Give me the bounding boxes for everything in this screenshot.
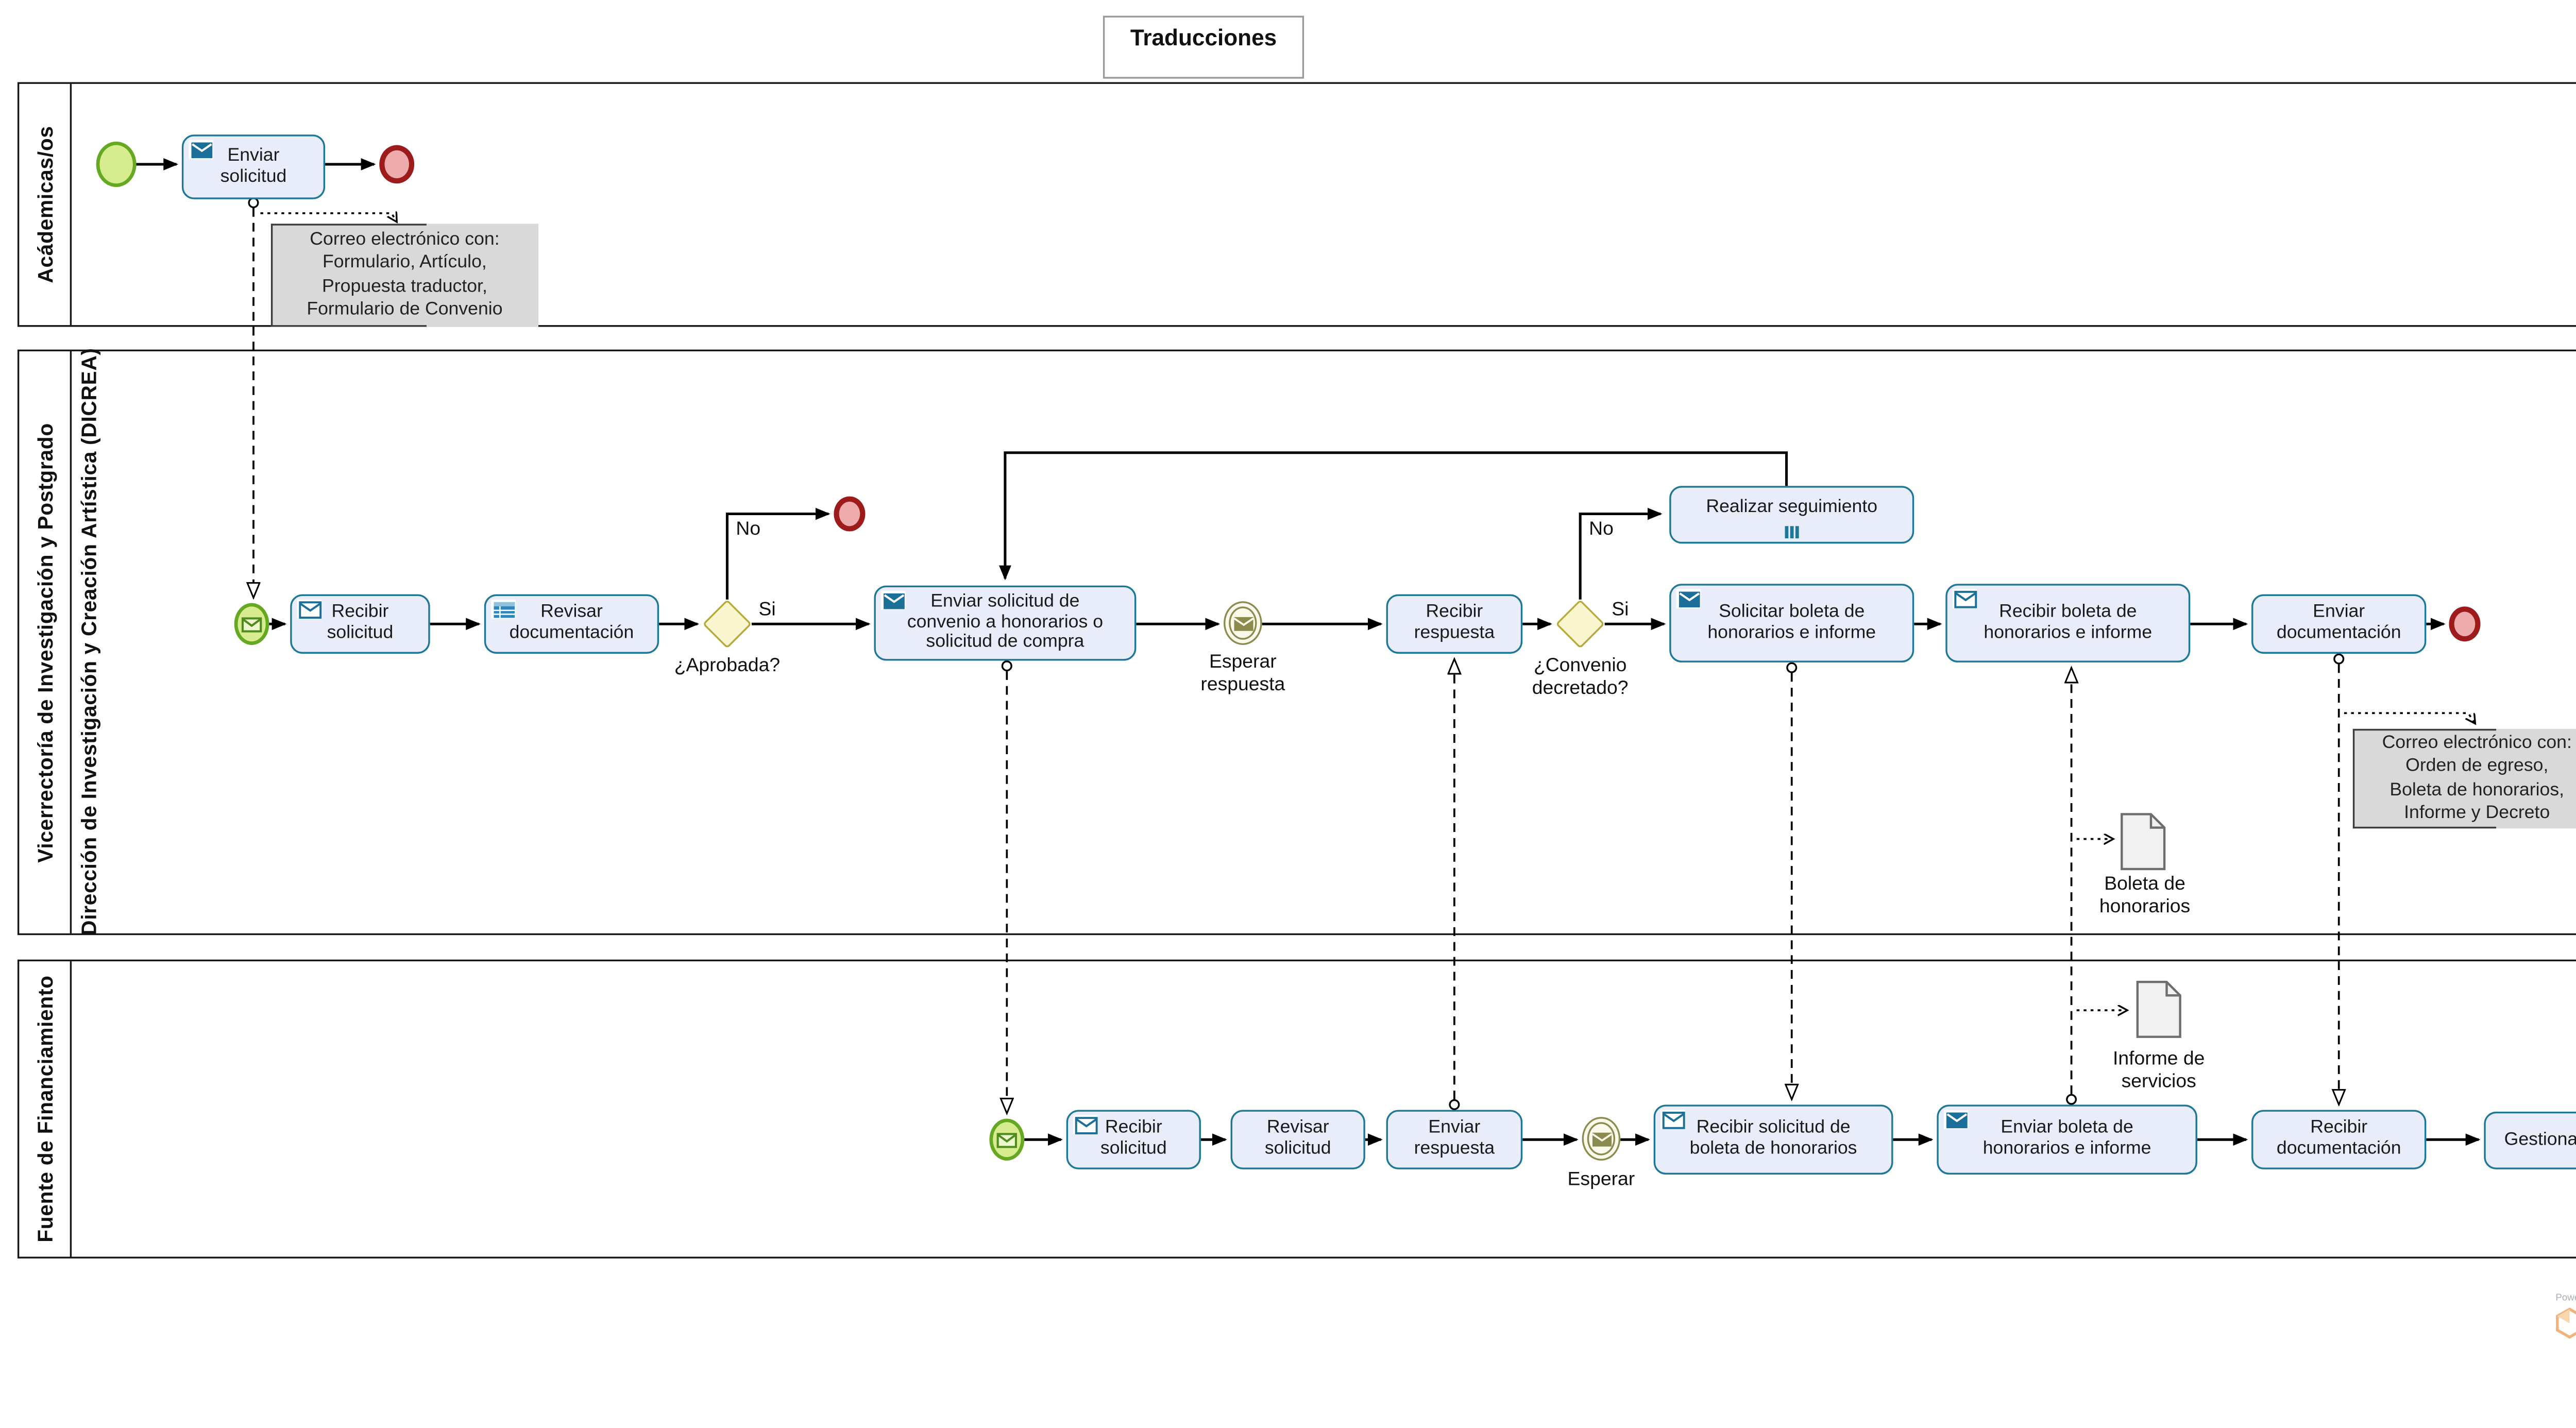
task-label: Recibir solicitud [1100, 1117, 1167, 1159]
annotation-correo-solicitud[interactable]: Correo electrónico con: Formulario, Artí… [270, 224, 539, 327]
task-label: Gestionar pago [2504, 1128, 2576, 1150]
flow-label-no: No [1589, 519, 1614, 540]
task-realizar-seguimiento[interactable]: Realizar seguimiento [1669, 486, 1914, 544]
diagram-title-text: Traducciones [1130, 24, 1277, 51]
intermediate-event-esperar[interactable] [1582, 1117, 1621, 1161]
send-message-icon [1676, 589, 1701, 608]
receive-message-icon [1952, 589, 1977, 608]
document-informe-servicios[interactable] [2136, 980, 2181, 1038]
task-recibir-documentacion[interactable]: Recibir documentación [2251, 1110, 2427, 1169]
receive-message-icon [1073, 1115, 1098, 1134]
task-enviar-documentacion[interactable]: Enviar documentación [2251, 594, 2427, 654]
gateway-convenio-label: ¿Convenio decretado? [1532, 655, 1629, 699]
end-event-dicrea[interactable] [2449, 606, 2481, 642]
lane-label-strip: Vicerrectoría de Investigación y Postgra… [19, 351, 72, 933]
task-label: Enviar solicitud de convenio a honorario… [907, 590, 1104, 653]
task-gestionar-pago[interactable]: Gestionar pago [2484, 1111, 2576, 1169]
esperar-respuesta-label: Esperar respuesta [1200, 652, 1285, 695]
task-recibir-boleta[interactable]: Recibir boleta de honorarios e informe [1945, 584, 2191, 662]
intermediate-event-esperar-respuesta[interactable] [1224, 601, 1262, 645]
powered-by-text: Powered by [2555, 1293, 2576, 1304]
receive-message-icon [1660, 1110, 1685, 1129]
task-enviar-respuesta[interactable]: Enviar respuesta [1386, 1110, 1523, 1169]
table-icon [491, 599, 516, 619]
event-ring [1586, 1121, 1616, 1157]
task-recibir-solicitud-dicrea[interactable]: Recibir solicitud [290, 594, 430, 654]
end-event-no-aprobada[interactable] [834, 496, 866, 532]
task-label: Revisar documentación [509, 602, 634, 643]
task-revisar-solicitud[interactable]: Revisar solicitud [1230, 1110, 1365, 1169]
task-label: Recibir boleta de honorarios e informe [1984, 601, 2153, 642]
task-recibir-solicitud-boleta[interactable]: Recibir solicitud de boleta de honorario… [1653, 1104, 1893, 1175]
send-message-icon [189, 140, 213, 159]
message-start-event-fuente[interactable] [989, 1118, 1025, 1161]
annotation-bracket [270, 224, 273, 327]
task-label: Recibir respuesta [1414, 602, 1495, 643]
end-event-academicas[interactable] [379, 145, 415, 184]
task-label: Realizar seguimiento [1706, 497, 1878, 518]
lane-label-strip: Fuente de Financiamiento [19, 961, 72, 1257]
task-enviar-solicitud[interactable]: Enviar solicitud [181, 134, 326, 199]
annotation-bracket [2352, 728, 2355, 829]
lane-academicas-label: Acádemicas/os [32, 126, 57, 283]
task-enviar-boleta[interactable]: Enviar boleta de honorarios e informe [1937, 1104, 2197, 1175]
task-label: Enviar documentación [2276, 602, 2401, 643]
document-informe-label: Informe de servicios [2113, 1048, 2205, 1092]
task-label: Recibir documentación [2276, 1117, 2401, 1159]
document-boleta-honorarios[interactable] [2121, 813, 2166, 871]
annotation-text: Correo electrónico con: Formulario, Artí… [307, 230, 503, 319]
message-start-event-dicrea[interactable] [234, 603, 269, 645]
task-label: Enviar boleta de honorarios e informe [1982, 1117, 2151, 1159]
task-recibir-respuesta[interactable]: Recibir respuesta [1386, 594, 1523, 654]
receive-message-icon [297, 599, 322, 619]
document-boleta-label: Boleta de honorarios [2099, 874, 2191, 917]
sublane-dicrea-label: Dirección de Investigación y Creación Ar… [76, 348, 101, 937]
annotation-text: Correo electrónico con: Orden de egreso,… [2382, 733, 2572, 823]
task-solicitar-boleta[interactable]: Solicitar boleta de honorarios e informe [1669, 584, 1914, 662]
gateway-aprobada-label: ¿Aprobada? [674, 655, 781, 677]
multi-instance-icon [1785, 526, 1799, 539]
event-ring [1228, 605, 1258, 641]
task-label: Recibir solicitud [327, 602, 394, 643]
task-label: Enviar solicitud [220, 144, 287, 186]
flow-label-no: No [736, 519, 761, 540]
lane-label-strip: Acádemicas/os [19, 83, 72, 326]
flow-label-si: Si [1612, 599, 1629, 621]
message-icon [241, 616, 262, 632]
send-message-icon [881, 590, 906, 610]
task-label: Revisar solicitud [1264, 1117, 1331, 1159]
task-label: Solicitar boleta de honorarios e informe [1707, 601, 1876, 642]
task-recibir-solicitud-fuente[interactable]: Recibir solicitud [1066, 1110, 1201, 1169]
sublane-dicrea-strip: Dirección de Investigación y Creación Ar… [72, 349, 105, 937]
flow-label-si: Si [758, 599, 776, 621]
lane-vicerrectoria-label: Vicerrectoría de Investigación y Postgra… [32, 422, 57, 862]
message-icon [996, 1132, 1017, 1147]
annotation-correo-documentacion[interactable]: Correo electrónico con: Orden de egreso,… [2352, 728, 2576, 829]
diagram-title: Traducciones [1103, 15, 1304, 79]
task-label: Recibir solicitud de boleta de honorario… [1689, 1117, 1857, 1159]
bizagi-modeler-logo: Powered by bizagi Modeler [2555, 1294, 2576, 1346]
send-message-icon [1943, 1110, 1969, 1129]
esperar-label: Esperar [1567, 1169, 1635, 1191]
lane-fuente-label: Fuente de Financiamiento [32, 975, 57, 1243]
start-event-academicas[interactable] [96, 141, 137, 188]
task-revisar-documentacion[interactable]: Revisar documentación [484, 594, 659, 654]
task-label: Enviar respuesta [1414, 1117, 1495, 1159]
task-enviar-convenio[interactable]: Enviar solicitud de convenio a honorario… [874, 585, 1137, 661]
bizagi-hexagon-icon [2556, 1307, 2576, 1339]
